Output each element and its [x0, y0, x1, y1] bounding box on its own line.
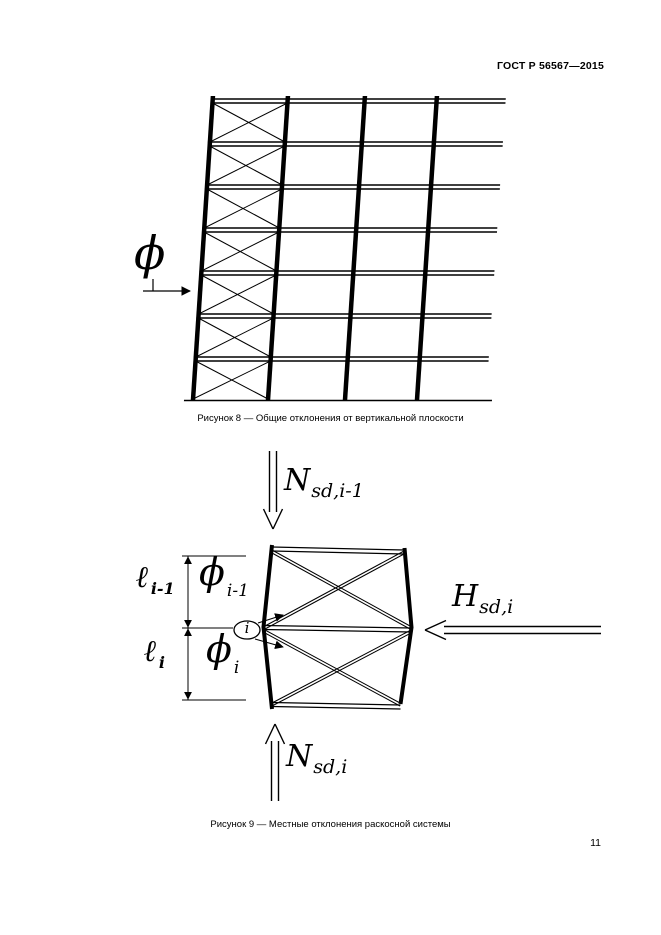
phi-lower-subscript: i — [233, 658, 240, 678]
force-top-symbol: N — [284, 463, 311, 498]
figure8-frame — [143, 96, 506, 402]
frame-x-bracing — [192, 102, 288, 400]
force-right-label: Hsd,i — [452, 579, 513, 617]
force-top-label: Nsd,i-1 — [284, 463, 364, 501]
length-upper-subscript: i-1 — [150, 579, 175, 598]
dimension-lines — [182, 555, 246, 701]
force-bottom-label: Nsd,i — [286, 739, 347, 777]
phi-upper-subscript: i-1 — [226, 581, 249, 601]
force-right-subscript: sd,i — [479, 596, 514, 618]
bottom-force-arrow — [264, 723, 286, 801]
node-index-label: i — [244, 619, 250, 637]
phi-annotation-arrow — [143, 279, 191, 296]
figure8-caption: Рисунок 8 — Общие отклонения от вертикал… — [197, 413, 464, 424]
phi-lower-symbol: ϕ — [206, 627, 232, 671]
standard-number: ГОСТ Р 56567—2015 — [496, 60, 604, 72]
figure9-caption: Рисунок 9 — Местные отклонения раскосной… — [210, 819, 451, 830]
panel-diagonals — [264, 549, 412, 707]
phi-upper-symbol: ϕ — [199, 550, 225, 594]
force-bottom-symbol: N — [286, 739, 313, 774]
node-circle — [233, 620, 261, 640]
force-top-subscript: sd,i-1 — [311, 480, 364, 502]
figure9-diagram — [182, 451, 601, 801]
horizontal-members — [263, 546, 412, 710]
force-right-symbol: H — [452, 579, 479, 614]
right-force-arrow — [424, 619, 601, 641]
length-lower-subscript: i — [158, 653, 165, 672]
top-force-arrow — [262, 451, 284, 530]
figure8-sheared-frame — [183, 96, 506, 402]
left-chord — [261, 544, 274, 710]
frame-beams — [193, 98, 506, 362]
page-number: 11 — [590, 837, 601, 849]
length-lower-symbol: ℓ — [144, 634, 157, 669]
leader-arrows — [254, 613, 284, 650]
fig8-phi-symbol: ϕ — [134, 226, 166, 280]
length-upper-symbol: ℓ — [136, 560, 149, 595]
force-bottom-subscript: sd,i — [313, 756, 348, 778]
